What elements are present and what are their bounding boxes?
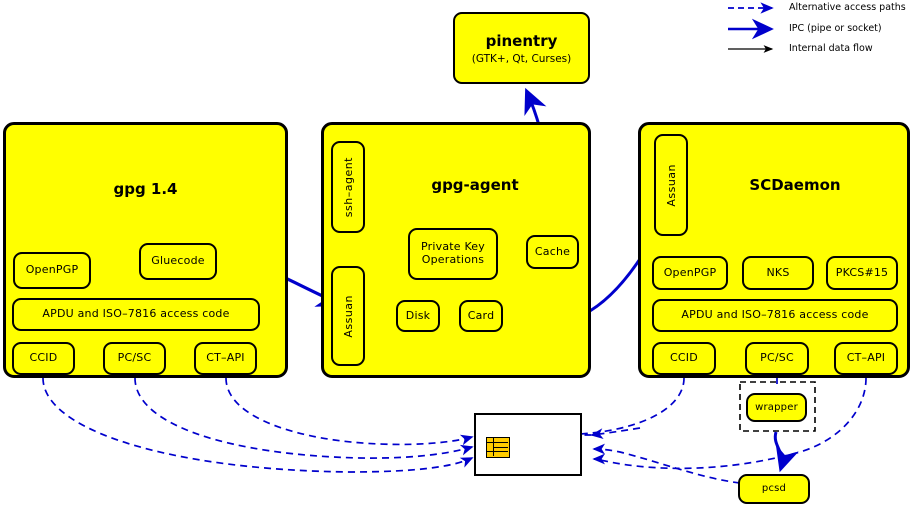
alt-path-gpg-pcsc-to-card [134,377,474,459]
legend-label-ipc: IPC (pipe or socket) [789,23,882,34]
alt-path-gpg-ccid-to-card [42,377,474,473]
agent-assuan-box[interactable]: Assuan [331,266,365,366]
gpg-openpgp-box[interactable]: OpenPGP [13,252,91,289]
scd-app-openpgp-label: OpenPGP [663,265,717,279]
disk-box[interactable]: Disk [396,300,440,332]
gpg-apdu-box[interactable]: APDU and ISO–7816 access code [12,298,260,331]
ssh-agent-label: ssh–agent [341,156,355,218]
scd-driver-ctapi-label: CT–API [846,351,886,365]
scd-apdu-label: APDU and ISO–7816 access code [681,308,869,322]
agent-assuan-label: Assuan [341,294,355,338]
wrapper-box[interactable]: wrapper [746,393,807,422]
cache-box[interactable]: Cache [526,235,579,269]
scd-app-pkcs15-label: PKCS#15 [835,265,889,279]
gluecode-box[interactable]: Gluecode [139,243,217,280]
gpg-driver-ctapi-label: CT–API [206,351,245,365]
scd-app-pkcs15[interactable]: PKCS#15 [826,256,898,290]
gpg-driver-ccid[interactable]: CCID [12,342,75,375]
smartcard-chip-line-v [493,437,495,456]
pcsd-box[interactable]: pcsd [738,474,810,504]
scd-app-openpgp[interactable]: OpenPGP [652,256,728,290]
ipc-wrapper-to-pcsd [773,431,799,473]
alt-path-pcsd-to-card [592,443,741,484]
private-key-operations-box[interactable]: Private Key Operations [408,228,498,280]
scdaemon-assuan-box[interactable]: Assuan [654,134,688,236]
legend-label-alternative: Alternative access paths [789,2,906,13]
gpg14-title: gpg 1.4 [113,180,178,198]
pinentry-title: pinentry [485,31,558,50]
scd-apdu-box[interactable]: APDU and ISO–7816 access code [652,299,898,332]
alt-path-gpg-ctapi-to-card [225,377,474,446]
smartcard-chip-line-h2 [493,447,508,449]
gluecode-label: Gluecode [151,254,205,268]
scd-driver-ctapi[interactable]: CT–API [834,342,898,375]
gpg-apdu-label: APDU and ISO–7816 access code [42,307,230,321]
scd-driver-ccid[interactable]: CCID [652,342,716,375]
smartcard-chip-line-h3 [486,451,508,453]
scdaemon-title: SCDaemon [749,176,841,194]
card-label: Card [467,308,495,322]
private-key-operations-line2: Operations [421,253,485,266]
cache-label: Cache [534,244,571,258]
alt-path-scd-ccid-to-card [573,377,685,440]
pinentry-box[interactable]: pinentry (GTK+, Qt, Curses) [453,12,590,84]
wrapper-label: wrapper [755,401,798,413]
card-box[interactable]: Card [459,300,503,332]
gpg-driver-pcsc-label: PC/SC [117,351,152,365]
gpg-agent-title: gpg-agent [431,176,519,194]
gpg-driver-pcsc[interactable]: PC/SC [103,342,166,375]
scd-driver-pcsc[interactable]: PC/SC [745,342,809,375]
gpg-driver-ccid-label: CCID [29,351,58,365]
scdaemon-assuan-label: Assuan [664,163,678,207]
private-key-operations-line1: Private Key [421,240,485,254]
smartcard-chip-line-h1 [486,442,508,444]
legend-label-flow: Internal data flow [789,43,873,54]
scd-app-nks-label: NKS [766,265,790,279]
disk-label: Disk [405,308,431,322]
scd-driver-ccid-label: CCID [670,351,698,365]
pinentry-subtitle: (GTK+, Qt, Curses) [471,52,572,65]
pcsd-label: pcsd [761,483,787,495]
alt-path-scd-ctapi-to-card [592,377,867,470]
scd-driver-pcsc-label: PC/SC [760,351,794,365]
ssh-agent-box[interactable]: ssh–agent [331,141,365,233]
scd-app-nks[interactable]: NKS [742,256,814,290]
gpg-openpgp-label: OpenPGP [25,263,79,277]
gpg-driver-ctapi[interactable]: CT–API [194,342,257,375]
